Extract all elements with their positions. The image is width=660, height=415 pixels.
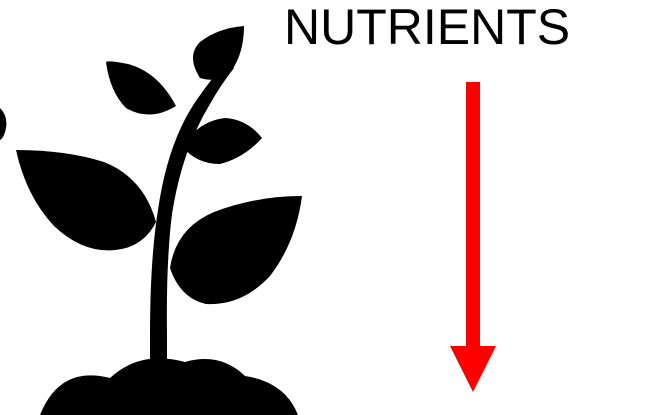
plant-leaf-big-left [16, 150, 156, 250]
plant-icon [0, 26, 302, 415]
arrow-head [450, 346, 496, 392]
plant-leaf-top [193, 26, 244, 80]
down-arrow-icon [450, 82, 496, 392]
plant-leaf-big-right [170, 196, 302, 304]
plant-leaf-upper-left [106, 61, 176, 114]
arrow-shaft [466, 82, 480, 350]
plant-leaf-edge-fragment [0, 108, 6, 140]
soil-mound [40, 358, 298, 415]
